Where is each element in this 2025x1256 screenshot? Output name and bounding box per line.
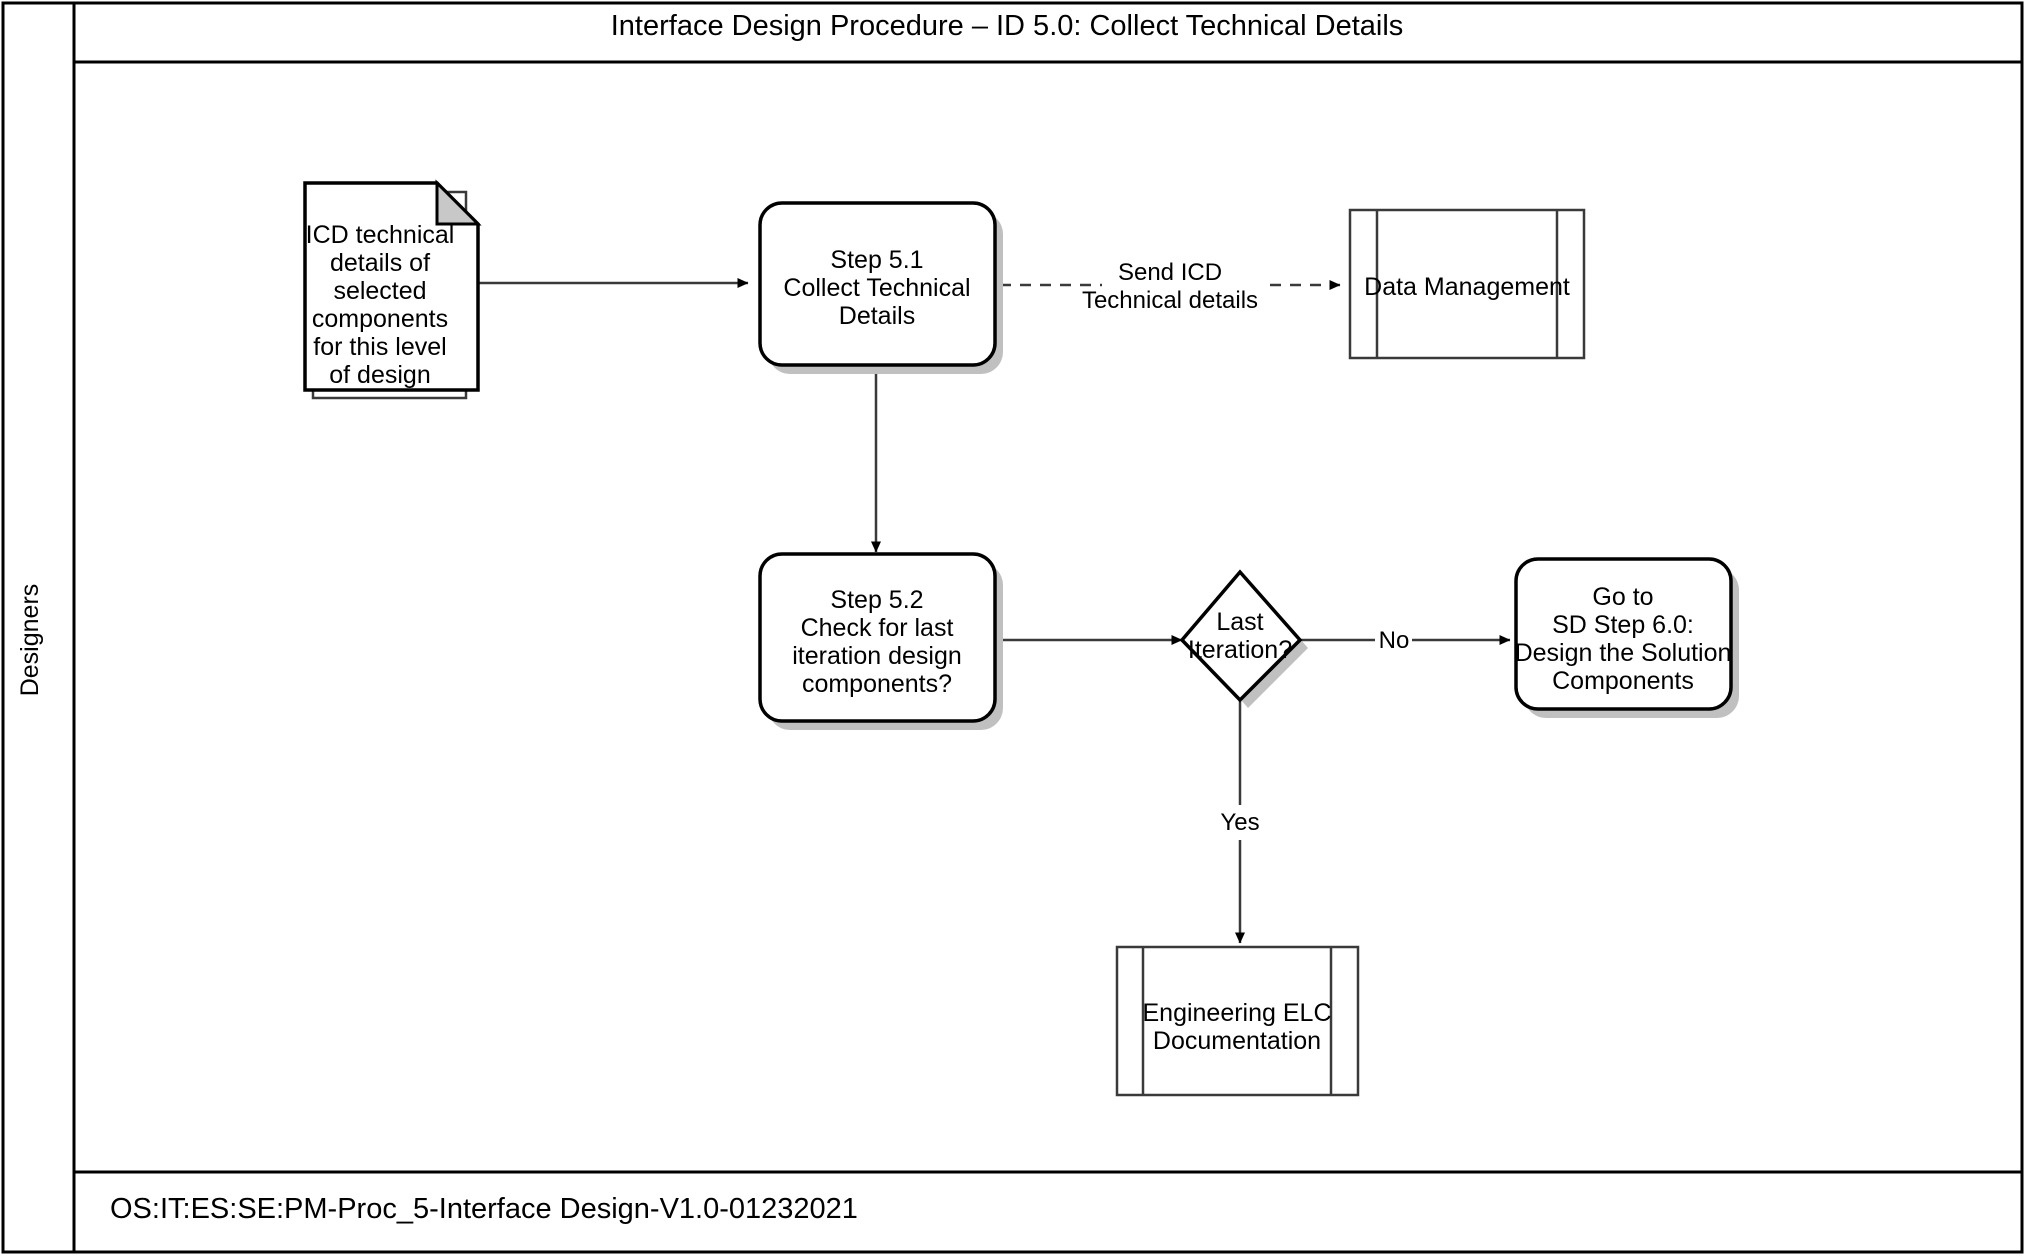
swimlane-label: Designers (16, 584, 44, 697)
icd-document-line5: for this level (313, 333, 446, 361)
step-5-1-line2: Collect Technical (783, 274, 970, 302)
last-iteration-diamond (1179, 569, 1303, 703)
engineering-elc-box (1115, 945, 1360, 1097)
step-5-2-box (758, 552, 997, 723)
icd-document-page (303, 181, 480, 392)
connectors (478, 278, 1511, 944)
node-data-management[interactable]: Data Management (1348, 208, 1586, 360)
edge-label-send-icd-line1: Send ICD (1118, 259, 1222, 286)
step-5-2-line4: components? (802, 670, 952, 698)
goto-sd-step-6-0-line1: Go to (1592, 583, 1653, 611)
edge-label-yes: Yes (1220, 809, 1259, 836)
engineering-elc-line2: Documentation (1153, 1027, 1321, 1055)
node-step-5-1[interactable]: Step 5.1 Collect Technical Details (758, 201, 1003, 374)
goto-sd-step-6-0-box (1514, 557, 1733, 711)
data-management-label: Data Management (1364, 273, 1570, 301)
swimlane-designers: Designers (16, 584, 44, 697)
goto-sd-step-6-0-line2: SD Step 6.0: (1552, 611, 1694, 639)
last-iteration-line1: Last (1216, 608, 1263, 636)
page-title: Interface Design Procedure – ID 5.0: Col… (611, 10, 1404, 42)
step-5-1-box (758, 201, 997, 367)
last-iteration-line2: Iteration? (1188, 636, 1292, 664)
footer-document-id: OS:IT:ES:SE:PM-Proc_5-Interface Design-V… (110, 1193, 858, 1225)
step-5-1-line3: Details (839, 302, 915, 330)
node-icd-document[interactable]: ICD technical details of selected compon… (303, 179, 482, 400)
node-step-5-2[interactable]: Step 5.2 Check for last iteration design… (758, 552, 1003, 730)
engineering-elc-line1: Engineering ELC (1142, 999, 1331, 1027)
edge-labels: Send ICD Technical details No Yes (1082, 259, 1409, 836)
goto-sd-step-6-0-line3: Design the Solution (1515, 639, 1732, 667)
step-5-2-line3: iteration design (792, 642, 962, 670)
data-management-box (1348, 208, 1586, 360)
edge-label-send-icd-line2: Technical details (1082, 287, 1258, 314)
icd-document-fold-corner-icon (435, 179, 482, 226)
icd-document-line6: of design (329, 361, 430, 389)
edge-label-no: No (1379, 627, 1410, 654)
icd-document-line1: ICD technical (306, 221, 455, 249)
goto-sd-step-6-0-line4: Components (1552, 667, 1694, 695)
icd-document-line2: details of (330, 249, 430, 277)
step-5-1-line1: Step 5.1 (830, 246, 923, 274)
node-goto-sd-step-6-0[interactable]: Go to SD Step 6.0: Design the Solution C… (1514, 557, 1739, 718)
step-5-2-line2: Check for last (801, 614, 954, 642)
icd-document-line3: selected (333, 277, 426, 305)
node-engineering-elc-documentation[interactable]: Engineering ELC Documentation (1115, 945, 1360, 1097)
node-last-iteration-decision[interactable]: Last Iteration? (1179, 569, 1308, 708)
icd-document-line4: components (312, 305, 448, 333)
step-5-2-line1: Step 5.2 (830, 586, 923, 614)
